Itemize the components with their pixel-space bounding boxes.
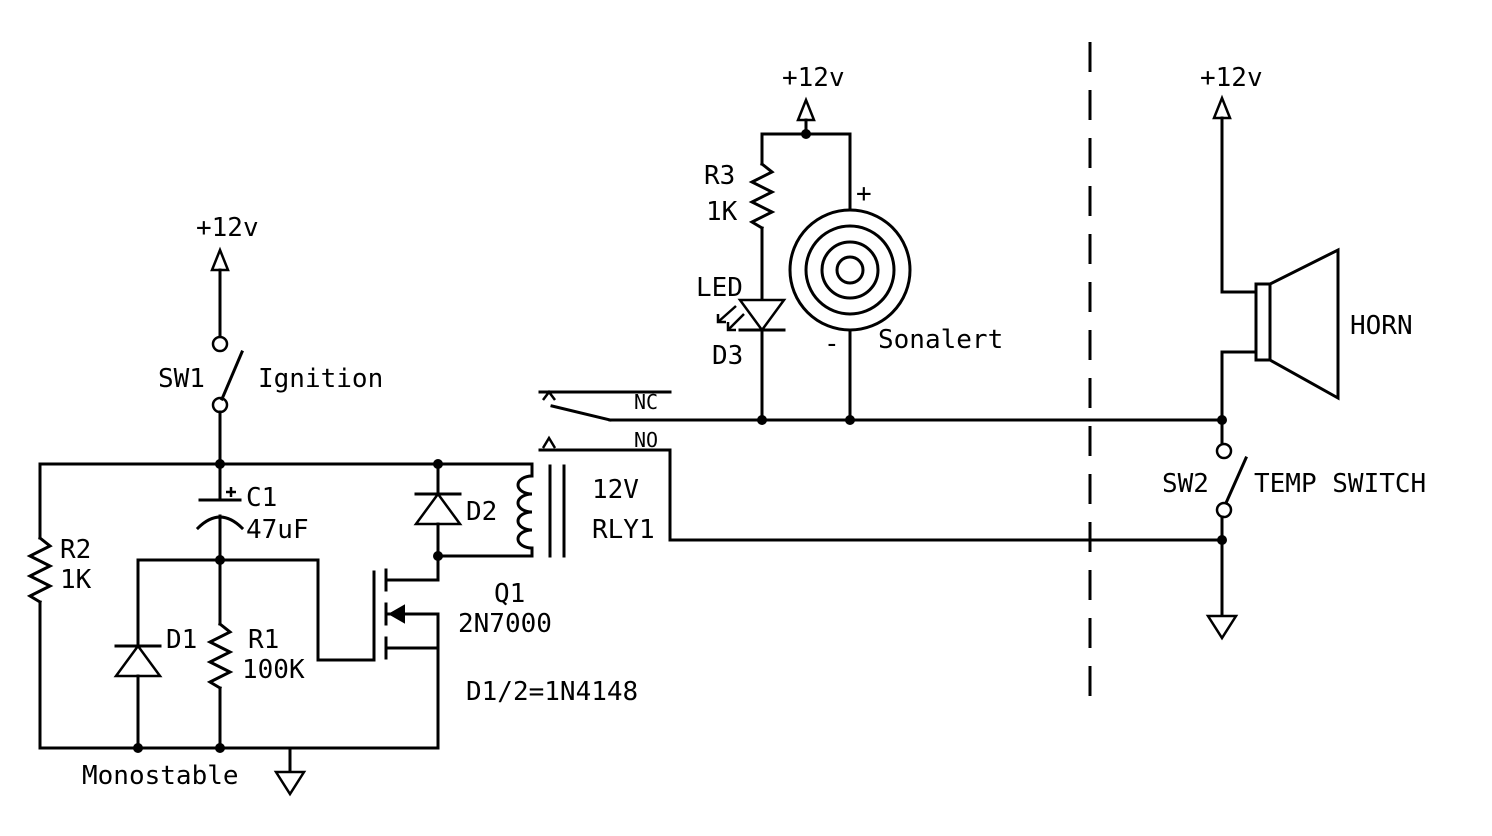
ground-icon (1205, 614, 1239, 641)
relay-ref-label: RLY1 (592, 515, 655, 545)
led-label: LED (696, 273, 743, 303)
power-supply-sw1 (210, 246, 230, 338)
led-d3 (716, 298, 787, 425)
switch-terminal-icon (211, 335, 229, 353)
sw2-label: SW2 (1162, 469, 1209, 499)
switch-terminal-icon (1215, 442, 1233, 460)
power-supply-sonalert (760, 96, 852, 139)
monostable-bottom-rail (38, 743, 440, 797)
monostable-label: Monostable (82, 761, 239, 791)
monostable-top-rail (38, 459, 534, 469)
relay-coil-rly1 (436, 462, 566, 558)
power-supply-horn (1212, 94, 1258, 294)
c1-ref-label: C1 (246, 483, 277, 513)
r3-ref-label: R3 (704, 161, 735, 191)
relay-contacts (538, 389, 1224, 542)
sonalert-buzzer (788, 132, 912, 425)
ignition-switch-sw1 (211, 335, 244, 466)
c1-value-label: 47uF (246, 515, 309, 545)
monostable-middle-node (136, 555, 374, 662)
mosfet-arrow-icon (387, 604, 405, 624)
r1-value-label: 100K (242, 655, 305, 685)
relay-voltage-label: 12V (592, 475, 639, 505)
supply-arrow-icon (796, 96, 816, 122)
q1-part-label: 2N7000 (458, 609, 552, 639)
diode-d2 (413, 462, 463, 582)
nc-label: NC (634, 390, 658, 414)
no-label: NO (634, 428, 658, 452)
supply-label-sonalert: +12v (782, 63, 845, 93)
switch-terminal-icon (211, 396, 229, 414)
diode-d1 (113, 558, 163, 750)
sonalert-plus-label: + (856, 179, 872, 209)
switch-terminal-icon (1215, 501, 1233, 519)
resistor-r2 (26, 462, 54, 750)
sw1-label: SW1 (158, 364, 205, 394)
temp-switch-label: TEMP SWITCH (1254, 469, 1426, 499)
diode-note-label: D1/2=1N4148 (466, 677, 638, 707)
sonalert-label: Sonalert (878, 325, 1003, 355)
q1-ref-label: Q1 (494, 579, 525, 609)
horn-label: HORN (1350, 311, 1413, 341)
r2-value-label: 1K (60, 565, 92, 595)
r3-value-label: 1K (706, 197, 738, 227)
ignition-label: Ignition (258, 364, 383, 394)
horn-speaker (1217, 247, 1340, 446)
d3-label: D3 (712, 341, 743, 371)
resistor-r3 (748, 132, 776, 302)
mosfet-q1 (372, 568, 440, 750)
d1-label: D1 (166, 625, 197, 655)
r2-ref-label: R2 (60, 535, 91, 565)
buzzer-icon (788, 208, 912, 332)
ground-icon (273, 770, 307, 797)
resistor-r1 (206, 558, 234, 750)
supply-arrow-icon (210, 246, 230, 272)
d2-label: D2 (466, 497, 497, 527)
capacitor-c1 (195, 462, 245, 562)
supply-arrow-icon (1212, 94, 1232, 120)
temp-switch-sw2 (1205, 442, 1248, 641)
horn-icon (1254, 282, 1272, 362)
supply-label-horn: +12v (1200, 63, 1263, 93)
supply-label-sw1: +12v (196, 213, 259, 243)
sonalert-minus-label: - (824, 329, 840, 359)
r1-ref-label: R1 (248, 625, 279, 655)
